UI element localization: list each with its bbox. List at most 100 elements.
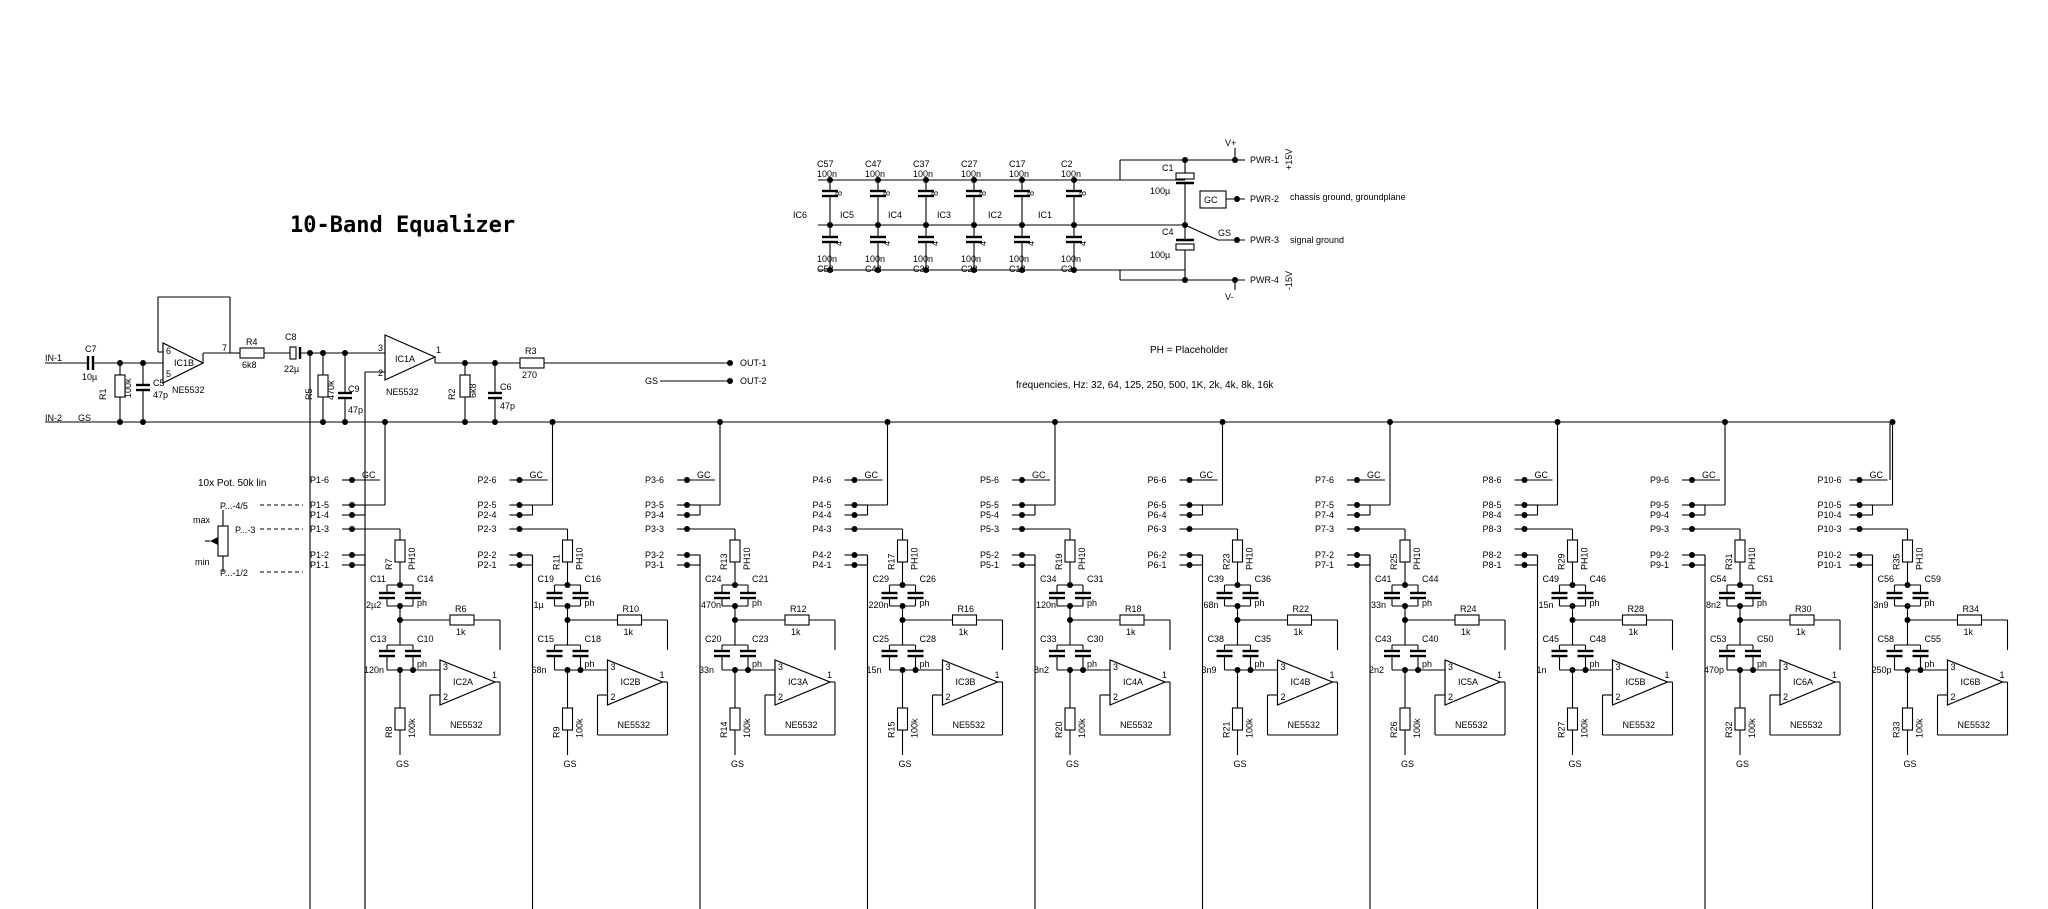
band-cc-name: C45 [1543,634,1560,644]
band-ph-small: ph [1590,659,1600,669]
band-pin-label: P8-2 [1483,550,1502,560]
potentiometer-symbol: 10x Pot. 50k lin P...-4/5 max P...-3 min… [193,478,303,578]
band-ra-resistor [1064,539,1076,563]
band-opamp-pin: 2 [1951,692,1956,702]
ic1b-opamp [162,342,205,384]
band-pin-label: P6-1 [1148,560,1167,570]
decap-pin4-label: 4 [882,241,892,246]
node-c9-top [342,350,348,356]
band-gs-label: GS [564,759,577,769]
band-opamp-pin: 2 [1281,692,1286,702]
signal-ground-note: signal ground [1290,235,1344,245]
band-cb-name: C51 [1757,574,1774,584]
c1-capacitor [1175,172,1195,180]
decap-bottom-value: 100n [865,254,885,264]
band-opamp-name: IC3A [788,677,808,687]
c9-value: 47p [348,405,363,415]
band-cb-name: C14 [417,574,434,584]
in2-gs-label: GS [78,413,91,423]
band-gc-label: GC [362,470,376,480]
c7-value: 10µ [82,372,97,382]
band-ra-resistor [896,539,909,563]
out2-pin-dot [727,378,733,384]
band-rf-name: R12 [790,604,807,614]
band-opamp-pin: 3 [1951,662,1956,672]
band-rb-name: R15 [887,721,897,738]
decap-top-value: 100n [913,169,933,179]
band-rb-name: R20 [1054,721,1064,738]
out2-gs-label: GS [645,376,658,386]
band-pin-label: P7-4 [1315,510,1334,520]
band-rb-value: 100k [1245,718,1255,738]
band-cd-name: C55 [1925,634,1942,644]
band-opamp-pin: 1 [1162,670,1167,680]
band-ph-small: ph [1255,659,1265,669]
decap-pin8-label: 8 [882,191,892,196]
band-cc-name: C13 [370,634,387,644]
decap-vminus-dot [1071,267,1077,273]
band-gc-label: GC [1702,470,1716,480]
band-rf-resistor [449,614,475,626]
pot-resistor-body [217,525,229,557]
band-gc-label: GC [1032,470,1046,480]
decap-vminus-dot [923,267,929,273]
decap-pin4-label: 4 [930,241,940,246]
band-vc-value: 1n [1537,665,1547,675]
band-opamp-pin: 3 [1616,662,1621,672]
input-output-section: IN-1 C7 10µ R1 100k C5 47p IC1B NE5532 [45,296,1891,909]
decap-bottom-name: C52 [817,264,834,274]
band-bus-dot [1554,419,1561,425]
band-rf-value: 1k [959,627,969,637]
band-ra-name: R17 [887,553,897,570]
decap-bottom-value: 100n [961,254,981,264]
c9-name: C9 [348,384,360,394]
band-opamp-pin: 1 [1665,670,1670,680]
decap-top-name: C27 [961,159,978,169]
band-cc-name: C38 [1208,634,1225,644]
band-rb-value: 100k [575,718,585,738]
band-opamp-name: IC5A [1458,677,1478,687]
band-rf-value: 1k [791,627,801,637]
band-ph-small: ph [585,659,595,669]
band-ra-resistor [1231,539,1244,563]
decap-vplus-dot [1071,177,1077,183]
band-cb-name: C26 [920,574,937,584]
band-ph10-label: PH10 [575,547,585,570]
decap-vminus-dot [971,267,977,273]
decap-top-value: 100n [817,169,837,179]
ic1b-part: NE5532 [172,385,205,395]
vminus-label: V- [1225,292,1234,302]
band-rf-name: R30 [1795,604,1812,614]
band-pin-label: P3-4 [645,510,664,520]
ic1a-pin3: 3 [378,343,383,353]
band-opamp-pin: 2 [946,692,951,702]
band-rb-value: 100k [1915,718,1925,738]
c1-name: C1 [1162,163,1174,173]
band-gs-label: GS [1736,759,1749,769]
band-pin-label: P3-3 [645,524,664,534]
band-cb-name: C36 [1255,574,1272,584]
band-ph-small: ph [1422,659,1432,669]
decap-bottom-name: C12 [1009,264,1026,274]
band-rb-resistor [729,707,741,731]
band-ca-name: C19 [538,574,555,584]
band-cc-name: C43 [1375,634,1392,644]
band-gc-label: GC [1535,470,1549,480]
decap-vminus-dot [827,267,833,273]
band-cb-name: C46 [1590,574,1607,584]
band-pin-label: P5-2 [980,550,999,560]
out2-label: OUT-2 [740,376,767,386]
ic1b-pin6: 6 [166,346,171,356]
band-gc-label: GC [865,470,879,480]
band-gs-label: GS [899,759,912,769]
band-bus-dot [1387,419,1393,425]
band-pin-label: P6-3 [1148,524,1167,534]
band-opamp-pin: 3 [946,662,951,672]
band-pin-label: P7-2 [1315,550,1334,560]
band-rb-name: R26 [1389,721,1399,738]
ic2-label: IC2 [988,210,1002,220]
band-pin-label: P8-5 [1483,500,1502,510]
